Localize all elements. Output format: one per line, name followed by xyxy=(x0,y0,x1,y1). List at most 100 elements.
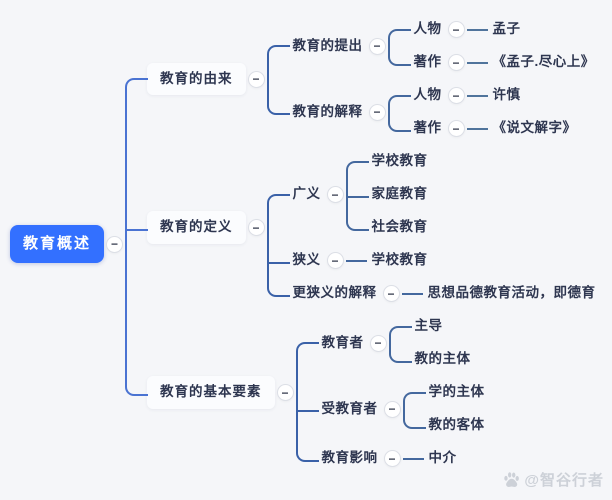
collapse-button[interactable]: − xyxy=(276,384,294,401)
mindmap-node[interactable]: 教育的提出 xyxy=(292,37,363,53)
collapse-button[interactable]: − xyxy=(247,70,265,88)
mindmap-node[interactable]: 狭义 xyxy=(292,252,321,268)
collapse-button[interactable]: − xyxy=(447,87,465,104)
mindmap-root-node[interactable]: 教育概述 xyxy=(10,224,105,264)
mindmap-branch: 受教育者−学的主体教的客体 xyxy=(318,376,489,442)
mindmap-child-row: 主导 xyxy=(388,310,475,343)
collapse-button[interactable]: − xyxy=(447,21,465,38)
mindmap-branch: 人物− 孟子 xyxy=(410,13,525,46)
mindmap-child-row: 许慎 xyxy=(466,79,525,112)
mindmap-branch: 孟子 xyxy=(489,19,525,40)
mindmap-branch: 学的主体 xyxy=(425,382,489,403)
mindmap-node[interactable]: 教育的基本要素 xyxy=(147,376,275,409)
mindmap-child-row: 著作− 《孟子.尽心上》 xyxy=(387,46,599,79)
mindmap-node[interactable]: 家庭教育 xyxy=(371,186,428,202)
mindmap-child-row: 《孟子.尽心上》 xyxy=(466,46,599,79)
mindmap-node[interactable]: 教育者 xyxy=(321,334,364,350)
mindmap-branch: 更狭义的解释− 思想品德教育活动，即德育 xyxy=(289,277,600,310)
mindmap: 教育概述−教育的由来−教育的提出−人物−孟子著作−《孟子.尽心上》教育的解释−人… xyxy=(10,0,600,494)
mindmap-node[interactable]: 广义 xyxy=(292,186,321,202)
mindmap-node[interactable]: 主导 xyxy=(414,318,443,334)
mindmap-child-row: 教的客体 xyxy=(402,409,489,442)
mindmap-branch: 教育影响− 中介 xyxy=(318,442,461,475)
mindmap-branch: 《说文解字》 xyxy=(489,118,581,139)
mindmap-branch: 教育概述−教育的由来−教育的提出−人物−孟子著作−《孟子.尽心上》教育的解释−人… xyxy=(10,13,600,475)
collapse-button[interactable]: − xyxy=(368,37,386,55)
collapse-button[interactable]: − xyxy=(106,235,124,253)
children-group: 教育者−主导教的主体受教育者−学的主体教的客体教育影响−中介 xyxy=(295,310,489,475)
mindmap-child-row: 教育的定义−广义−学校教育家庭教育社会教育狭义−学校教育更狭义的解释−思想品德教… xyxy=(125,145,600,310)
mindmap-child-row: 教育的由来−教育的提出−人物−孟子著作−《孟子.尽心上》教育的解释−人物−许慎著… xyxy=(125,13,600,145)
collapse-button[interactable]: − xyxy=(447,54,465,71)
collapse-button[interactable]: − xyxy=(326,186,344,203)
mindmap-branch: 中介 xyxy=(425,448,461,469)
mindmap-node[interactable]: 著作 xyxy=(413,120,442,136)
mindmap-child-row: 广义−学校教育家庭教育社会教育 xyxy=(266,145,600,244)
collapse-button[interactable]: − xyxy=(368,103,386,121)
mindmap-node[interactable]: 更狭义的解释 xyxy=(292,285,377,301)
collapse-button[interactable]: − xyxy=(326,252,344,269)
mindmap-node[interactable]: 孟子 xyxy=(492,21,521,37)
mindmap-child-row: 孟子 xyxy=(466,13,525,46)
mindmap-node[interactable]: 著作 xyxy=(413,54,442,70)
mindmap-child-row: 教育影响− 中介 xyxy=(295,442,489,475)
mindmap-branch: 教的客体 xyxy=(425,415,489,436)
collapse-button[interactable]: − xyxy=(382,285,400,302)
collapse-button[interactable]: − xyxy=(247,219,265,236)
mindmap-child-row: 人物− 孟子 xyxy=(387,13,599,46)
collapse-button[interactable]: − xyxy=(447,120,465,137)
mindmap-branch: 教育的提出−人物−孟子著作−《孟子.尽心上》 xyxy=(289,13,599,79)
children-group: 人物−孟子著作−《孟子.尽心上》 xyxy=(387,13,599,79)
children-group: 学校教育 xyxy=(345,244,432,277)
children-group: 学校教育家庭教育社会教育 xyxy=(345,145,432,244)
collapse-button[interactable]: − xyxy=(369,334,387,352)
mindmap-branch: 著作− 《说文解字》 xyxy=(410,112,581,145)
mindmap-child-row: 教育的基本要素−教育者−主导教的主体受教育者−学的主体教的客体教育影响−中介 xyxy=(125,310,600,475)
mindmap-branch: 人物− 许慎 xyxy=(410,79,525,112)
children-group: 《说文解字》 xyxy=(466,112,581,145)
mindmap-branch: 社会教育 xyxy=(368,217,432,238)
collapse-button[interactable]: − xyxy=(383,450,401,467)
mindmap-branch: 学校教育 xyxy=(368,250,432,271)
watermark-text: @智谷行者 xyxy=(524,472,604,489)
children-group: 学的主体教的客体 xyxy=(402,376,489,442)
children-group: 孟子 xyxy=(466,13,525,46)
mindmap-node[interactable]: 人物 xyxy=(413,87,442,103)
mindmap-node[interactable]: 《说文解字》 xyxy=(492,120,577,136)
mindmap-branch: 教育的定义−广义−学校教育家庭教育社会教育狭义−学校教育更狭义的解释−思想品德教… xyxy=(147,145,600,310)
mindmap-node[interactable]: 思想品德教育活动，即德育 xyxy=(427,285,596,301)
mindmap-node[interactable]: 教的主体 xyxy=(414,351,471,367)
mindmap-node[interactable]: 教育影响 xyxy=(321,450,378,466)
children-group: 思想品德教育活动，即德育 xyxy=(401,277,600,310)
mindmap-node[interactable]: 社会教育 xyxy=(371,219,428,235)
mindmap-child-row: 社会教育 xyxy=(345,211,432,244)
mindmap-node[interactable]: 教育的由来 xyxy=(147,62,246,96)
mindmap-node[interactable]: 许慎 xyxy=(492,87,521,103)
children-group: 许慎 xyxy=(466,79,525,112)
children-group: 主导教的主体 xyxy=(388,310,475,376)
mindmap-node[interactable]: 中介 xyxy=(428,450,457,466)
mindmap-node[interactable]: 受教育者 xyxy=(321,400,378,416)
mindmap-branch: 著作− 《孟子.尽心上》 xyxy=(410,46,599,79)
mindmap-branch: 教的主体 xyxy=(411,349,475,370)
children-group: 中介 xyxy=(402,442,461,475)
mindmap-branch: 家庭教育 xyxy=(368,184,432,205)
mindmap-node[interactable]: 学的主体 xyxy=(428,384,485,400)
mindmap-branch: 狭义− 学校教育 xyxy=(289,244,432,277)
mindmap-branch: 教育者−主导教的主体 xyxy=(318,310,475,376)
mindmap-node[interactable]: 教的客体 xyxy=(428,417,485,433)
mindmap-branch: 教育的由来−教育的提出−人物−孟子著作−《孟子.尽心上》教育的解释−人物−许慎著… xyxy=(147,13,599,145)
children-group: 人物−许慎著作−《说文解字》 xyxy=(387,79,581,145)
mindmap-node[interactable]: 《孟子.尽心上》 xyxy=(492,54,595,70)
mindmap-node[interactable]: 人物 xyxy=(413,21,442,37)
mindmap-node[interactable]: 学校教育 xyxy=(371,153,428,169)
mindmap-node[interactable]: 教育的定义 xyxy=(147,211,246,244)
mindmap-child-row: 教育者−主导教的主体 xyxy=(295,310,489,376)
mindmap-child-row: 更狭义的解释− 思想品德教育活动，即德育 xyxy=(266,277,600,310)
collapse-button[interactable]: − xyxy=(383,400,401,418)
mindmap-node[interactable]: 教育的解释 xyxy=(292,103,363,119)
mindmap-node[interactable]: 学校教育 xyxy=(371,252,428,268)
mindmap-branch: 教育的解释−人物−许慎著作−《说文解字》 xyxy=(289,79,581,145)
mindmap-child-row: 狭义− 学校教育 xyxy=(266,244,600,277)
